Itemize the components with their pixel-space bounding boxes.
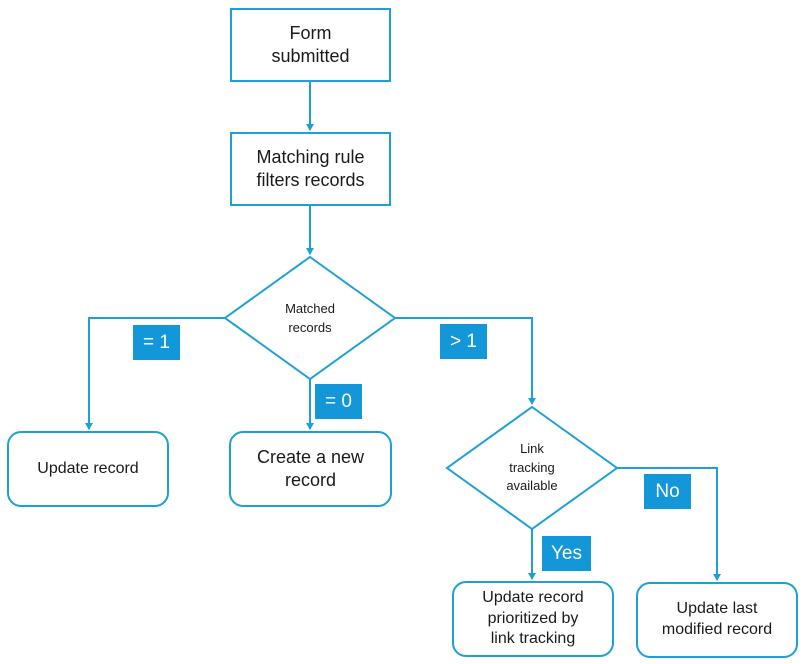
node-create-new-record: Create a new record [229, 431, 392, 507]
edge-eq1 [85, 317, 225, 430]
node-form-submitted-line2: submitted [271, 46, 350, 66]
node-matched-records-label: Matched records [255, 296, 365, 342]
edge-label-eq1: = 1 [133, 325, 180, 360]
edge-label-no: No [644, 474, 691, 509]
edge-no [617, 467, 721, 581]
node-create-new-record-line2: record [284, 470, 337, 490]
node-matching-rule-line2: filters records [256, 170, 365, 190]
edge-label-yes: Yes [542, 536, 591, 571]
node-matching-rule-line1: Matching rule [256, 146, 365, 167]
node-update-last-modified-line2: modified record [661, 621, 773, 638]
node-update-record-label: Update record [37, 459, 139, 477]
node-update-record: Update record [7, 431, 169, 507]
node-link-tracking-line3: available [506, 478, 558, 494]
node-update-prioritized-line3: link tracking [490, 630, 576, 648]
node-matching-rule: Matching rule filters records [230, 132, 391, 206]
node-update-prioritized-line1: Update record [482, 588, 584, 606]
node-update-prioritized-line2: prioritized by [487, 609, 579, 627]
edge-label-eq0: = 0 [315, 384, 362, 419]
node-update-last-modified-line1: Update last [676, 600, 758, 618]
node-link-tracking-label: Link tracking available [477, 436, 587, 500]
edge-gt1 [395, 317, 536, 405]
node-create-new-record-line1: Create a new [256, 446, 365, 467]
node-matched-records-line2: records [288, 320, 332, 335]
node-form-submitted: Form submitted [230, 8, 391, 82]
node-link-tracking-line2: tracking [509, 459, 555, 475]
node-update-last-modified: Update last modified record [636, 582, 798, 658]
node-update-prioritized: Update record prioritized by link tracki… [452, 581, 614, 657]
node-matched-records-line1: Matched [285, 301, 335, 317]
node-form-submitted-line1: Form [289, 22, 332, 43]
node-link-tracking-line1: Link [520, 440, 544, 456]
edge-label-gt1: > 1 [440, 324, 487, 359]
